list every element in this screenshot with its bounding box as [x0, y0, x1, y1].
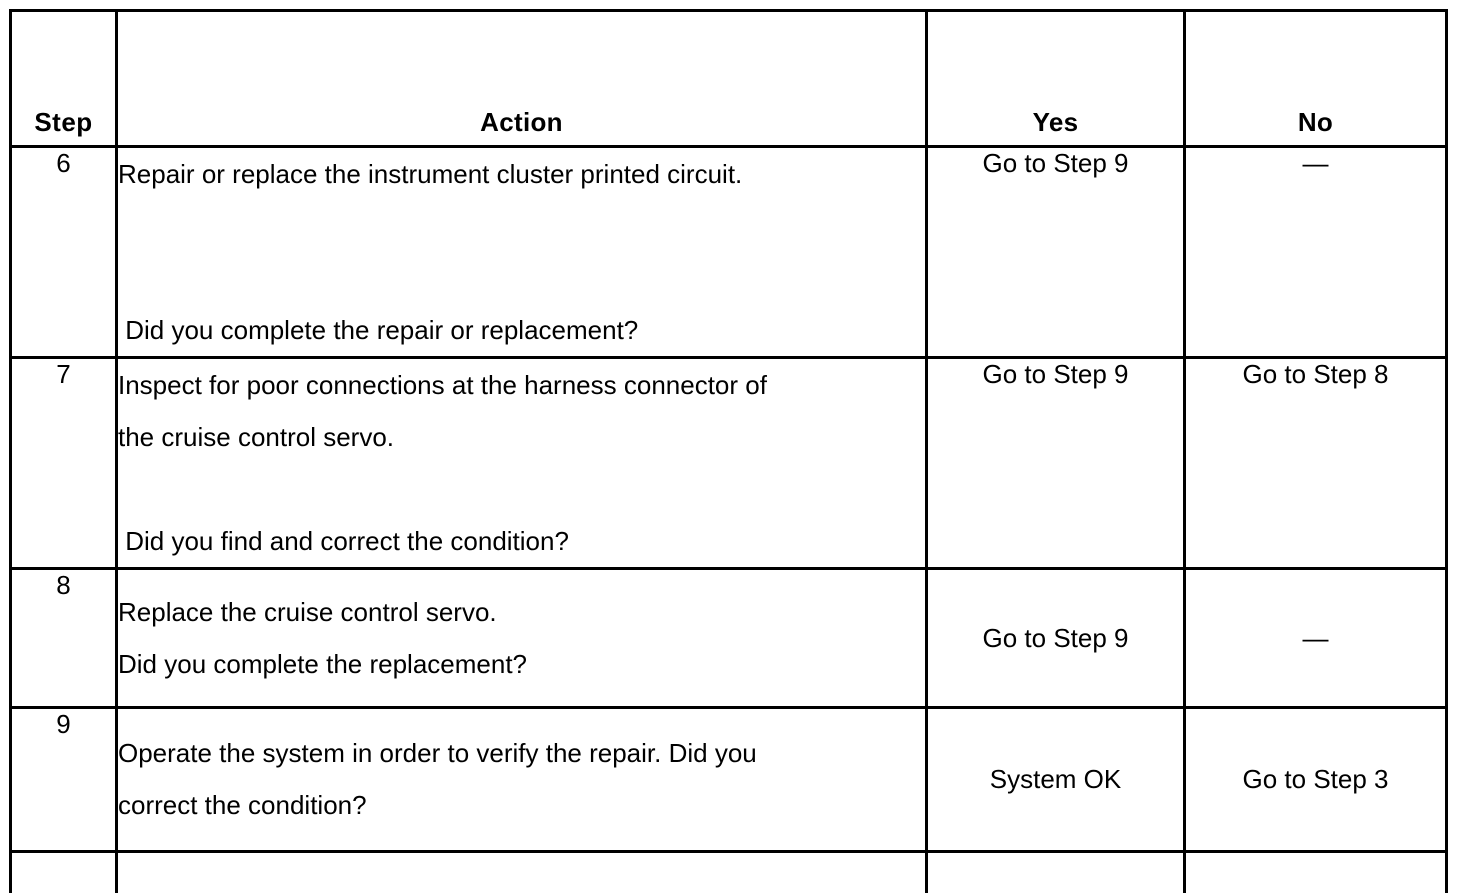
action-spacer	[118, 200, 925, 252]
cell-step-number: 6	[11, 147, 117, 358]
column-header-yes: Yes	[927, 11, 1185, 147]
cell-yes-result-partial	[927, 852, 1185, 893]
cell-step-number: 8	[11, 569, 117, 708]
cell-no-result-partial	[1185, 852, 1447, 893]
column-header-action: Action	[117, 11, 927, 147]
table-row: 7 Inspect for poor connections at the ha…	[11, 358, 1447, 569]
cell-step-number: 9	[11, 708, 117, 852]
cell-no-result: —	[1185, 147, 1447, 358]
cell-step-number-partial	[11, 852, 117, 893]
column-header-step: Step	[11, 11, 117, 147]
table-row-partial	[11, 852, 1447, 893]
cell-action-text: Repair or replace the instrument cluster…	[117, 147, 927, 358]
cell-action-text-partial	[117, 852, 927, 893]
table-row: 8 Replace the cruise control servo. Did …	[11, 569, 1447, 708]
diagnostic-step-table: Step Action Yes No 6 Repair or replace t…	[9, 9, 1448, 893]
table-row: 6 Repair or replace the instrument clust…	[11, 147, 1447, 358]
table-row: 9 Operate the system in order to verify …	[11, 708, 1447, 852]
action-line: Replace the cruise control servo.	[118, 586, 925, 638]
cell-no-result: Go to Step 8	[1185, 358, 1447, 569]
cell-action-text: Replace the cruise control servo. Did yo…	[117, 569, 927, 708]
cell-action-text: Inspect for poor connections at the harn…	[117, 358, 927, 569]
action-line: Operate the system in order to verify th…	[118, 727, 925, 779]
cell-step-number: 7	[11, 358, 117, 569]
document-page: Step Action Yes No 6 Repair or replace t…	[0, 0, 1472, 810]
cell-yes-result: Go to Step 9	[927, 569, 1185, 708]
action-line: Did you find and correct the condition?	[118, 515, 925, 567]
cell-no-result: Go to Step 3	[1185, 708, 1447, 852]
cell-no-result: —	[1185, 569, 1447, 708]
action-line: correct the condition?	[118, 779, 925, 831]
table-header-row: Step Action Yes No	[11, 11, 1447, 147]
column-header-no: No	[1185, 11, 1447, 147]
action-line: Inspect for poor connections at the harn…	[118, 359, 925, 411]
cell-action-text: Operate the system in order to verify th…	[117, 708, 927, 852]
cell-yes-result: Go to Step 9	[927, 358, 1185, 569]
cell-yes-result: Go to Step 9	[927, 147, 1185, 358]
action-line: the cruise control servo.	[118, 411, 925, 463]
action-line: Did you complete the repair or replaceme…	[118, 304, 925, 356]
action-line: Repair or replace the instrument cluster…	[118, 148, 925, 200]
action-spacer	[118, 252, 925, 304]
action-line: Did you complete the replacement?	[118, 638, 925, 690]
cell-yes-result: System OK	[927, 708, 1185, 852]
action-spacer	[118, 463, 925, 515]
